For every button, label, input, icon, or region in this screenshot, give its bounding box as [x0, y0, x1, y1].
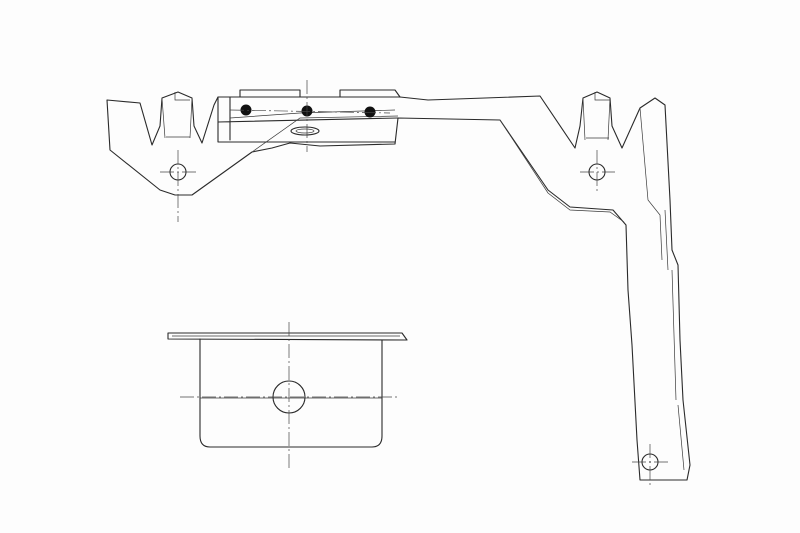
rivet-3 — [364, 106, 376, 118]
center-lines-top — [160, 80, 668, 488]
rivet-1 — [240, 104, 252, 116]
bracket-top-view — [106, 80, 691, 488]
center-slot — [290, 126, 320, 136]
center-slot-inner — [295, 128, 315, 134]
clamp-diagonal — [229, 109, 399, 153]
center-lines-plate — [180, 322, 398, 468]
bracket-outline — [106, 91, 691, 481]
arm-inner-line — [664, 209, 685, 471]
plate-flange — [167, 332, 408, 341]
arm-bend-line — [499, 107, 663, 261]
clamp-block — [217, 89, 401, 143]
plate-body — [199, 338, 383, 448]
mounting-plate-front-view — [167, 322, 408, 468]
left-notch-detail — [161, 92, 193, 139]
right-notch-detail — [582, 92, 611, 141]
